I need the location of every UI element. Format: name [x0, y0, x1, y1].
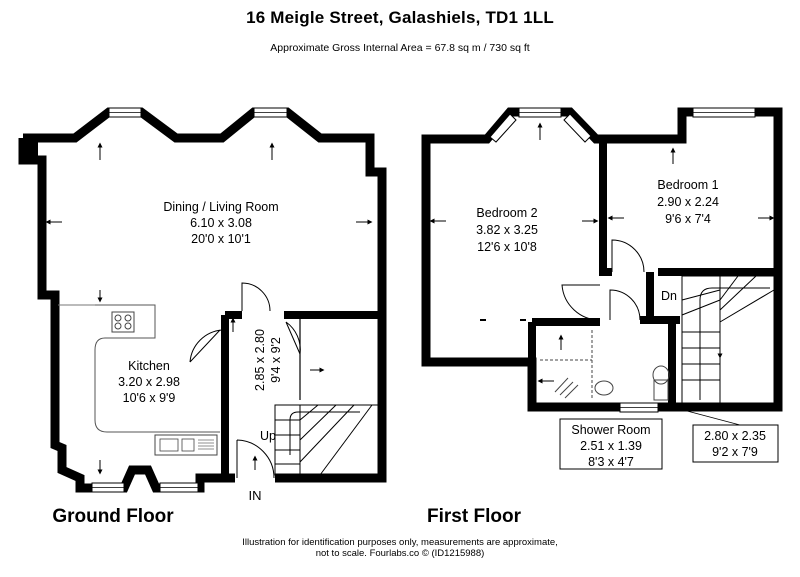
bedroom2-metric: 3.82 x 3.25 — [476, 223, 538, 237]
hob-icon — [111, 311, 135, 333]
dining-room-imperial: 20'0 x 10'1 — [191, 232, 251, 246]
shower-room-fixtures — [540, 330, 670, 401]
stairs-down-label: Dn — [661, 289, 677, 303]
ground-floor-label: Ground Floor — [52, 506, 174, 527]
first-floor-plan — [421, 107, 783, 426]
disclaimer-line-1: Illustration for identification purposes… — [242, 537, 558, 548]
bedroom1-imperial: 9'6 x 7'4 — [665, 212, 711, 226]
ground-floor-windows — [91, 107, 288, 493]
landing-metric: 2.80 x 2.35 — [704, 429, 766, 443]
landing-label-box — [692, 424, 779, 463]
gross-area-text: Approximate Gross Internal Area = 67.8 s… — [270, 42, 530, 54]
plan-title: 16 Meigle Street, Galashiels, TD1 1LL — [246, 8, 554, 27]
shower-room-label-box — [559, 418, 663, 470]
shower-room-name: Shower Room — [571, 423, 650, 437]
bedroom1-metric: 2.90 x 2.24 — [657, 195, 719, 209]
disclaimer-line-2: not to scale. Fourlabs.co © (ID1215988) — [315, 548, 485, 559]
shower-room-imperial: 8'3 x 4'7 — [588, 455, 634, 469]
hall-imperial: 9'4 x 9'2 — [269, 337, 283, 383]
sink-icon — [154, 434, 218, 456]
kitchen-imperial: 10'6 x 9'9 — [123, 391, 176, 405]
bedroom2-name: Bedroom 2 — [476, 206, 537, 220]
ground-floor-staircase — [274, 404, 379, 476]
first-floor-staircase — [681, 275, 775, 404]
entrance-label: IN — [249, 488, 262, 503]
disclaimer: Illustration for identification purposes… — [0, 537, 800, 559]
kitchen-name: Kitchen — [128, 359, 170, 373]
hall-metric: 2.85 x 2.80 — [253, 329, 267, 391]
bedroom1-name: Bedroom 1 — [657, 178, 718, 192]
shower-room-metric: 2.51 x 1.39 — [580, 439, 642, 453]
first-floor-doors — [561, 239, 645, 321]
kitchen-metric: 3.20 x 2.98 — [118, 375, 180, 389]
first-floor-windows — [489, 107, 756, 413]
dining-room-name: Dining / Living Room — [163, 200, 278, 214]
kitchen-counter — [94, 304, 220, 433]
ground-floor-outer-wall — [23, 107, 387, 483]
landing-imperial: 9'2 x 7'9 — [712, 445, 758, 459]
bedroom2-imperial: 12'6 x 10'8 — [477, 240, 537, 254]
ground-floor-dimension-arrows — [45, 142, 373, 475]
ground-floor-doors — [189, 282, 301, 479]
first-floor-dimension-arrows — [429, 122, 775, 384]
stairs-up-label: Up — [260, 429, 276, 443]
ground-floor-plan — [18, 107, 387, 493]
first-floor-label: First Floor — [427, 506, 522, 527]
dining-room-metric: 6.10 x 3.08 — [190, 216, 252, 230]
